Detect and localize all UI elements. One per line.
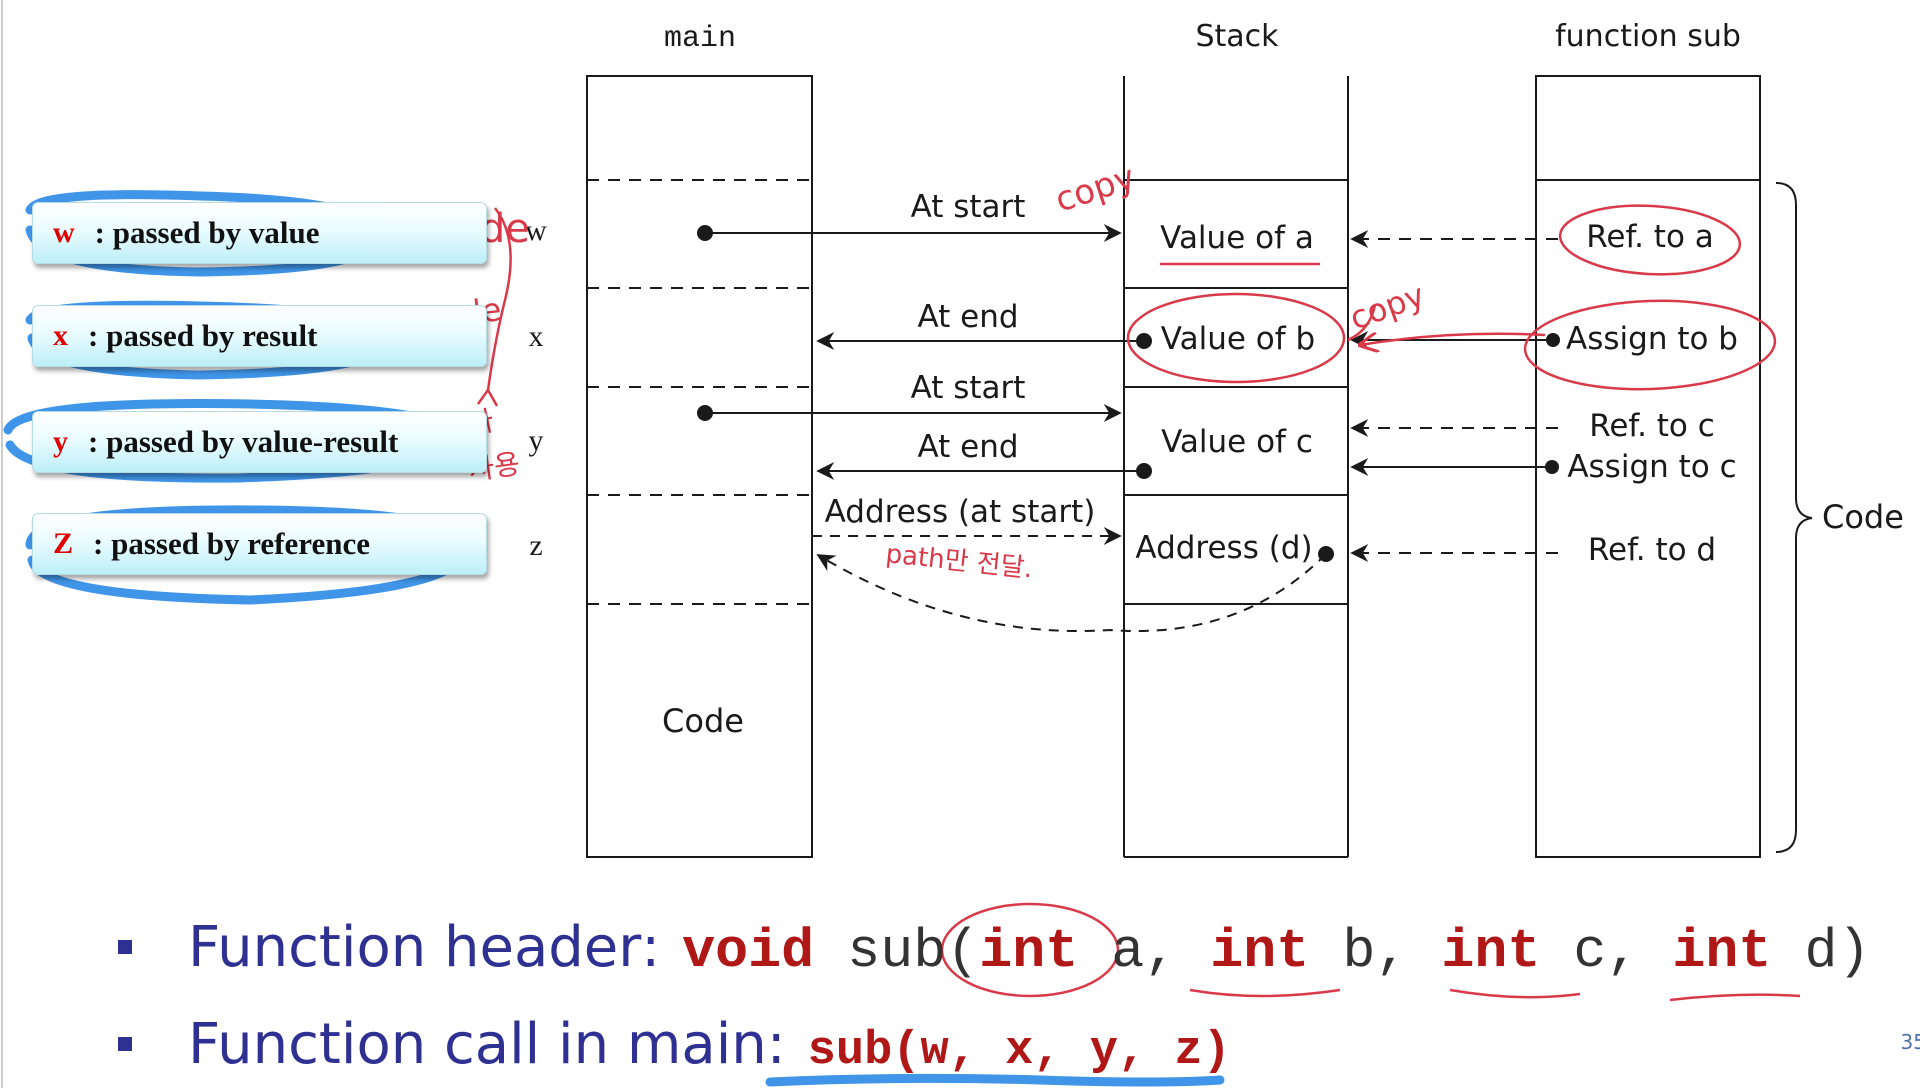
bullet-square-icon (118, 1037, 132, 1051)
svg-text:At start: At start (911, 189, 1026, 225)
row-var-w: w (525, 214, 547, 247)
bullet-function-header: Function header : void sub(int a, int b,… (118, 915, 1870, 983)
red-handwritten-annotations (476, 204, 1801, 1002)
legend-text-result: : passed by result (88, 318, 318, 353)
function-call-code: sub(w, x, y, z) (807, 1025, 1231, 1078)
arrow-y-at-end: At end (816, 429, 1152, 480)
stack-value-a: Value of a (1160, 220, 1314, 256)
svg-text:At end: At end (917, 299, 1018, 335)
stack-value-c: Value of c (1161, 424, 1313, 460)
annotation-copy-2: copy (1345, 276, 1430, 338)
legend-var-w: w (53, 216, 75, 249)
bullet-square-icon (118, 940, 132, 954)
arrow-assign-c (1350, 458, 1559, 476)
row-var-y: y (529, 424, 544, 457)
arrow-y-at-start: At start (697, 370, 1122, 422)
sub-assign-c: Assign to c (1567, 449, 1736, 485)
legend-text-value: : passed by value (94, 215, 320, 250)
legend-text-reference: : passed by reference (93, 526, 370, 561)
sub-ref-d: Ref. to d (1588, 532, 1716, 568)
svg-text:Address (at start): Address (at start) (825, 494, 1096, 530)
page-number: 35 (1900, 1030, 1920, 1054)
legend-pass-by-value-result: y : passed by value-result (32, 411, 487, 473)
sub-assign-b: Assign to b (1566, 321, 1738, 357)
main-memory-box (586, 75, 813, 858)
row-var-x: x (529, 320, 544, 353)
legend-pass-by-reference: Z : passed by reference (32, 513, 487, 575)
legend-var-z: Z (53, 527, 74, 560)
bullet-function-call: Function call in main : sub(w, x, y, z) (118, 1012, 1231, 1078)
legend-text-value-result: : passed by value-result (88, 424, 399, 459)
annotation-path-transfer: path만 전달. (884, 539, 1034, 584)
function-call-colon: : (766, 1012, 786, 1077)
main-code-label: Code (662, 702, 744, 740)
legend-pass-by-value: w : passed by value (32, 202, 487, 264)
legend-var-x: x (53, 319, 68, 352)
legend-pass-by-result: x : passed by result (32, 305, 487, 367)
stack-memory-box (1123, 76, 1349, 858)
brace-code-label: Code (1822, 498, 1904, 536)
svg-text:At end: At end (917, 429, 1018, 465)
arrow-w-at-start: At start (697, 189, 1122, 242)
stack-value-b: Value of b (1161, 321, 1315, 357)
main-column-header: main (664, 22, 736, 56)
code-brace (1775, 182, 1813, 853)
sub-ref-c: Ref. to c (1589, 408, 1715, 444)
function-header-code: void sub(int a, int b, int c, int d) (682, 920, 1871, 983)
function-header-colon: : (641, 915, 661, 980)
annotation-copy-1: copy (1050, 157, 1140, 220)
legend-var-y: y (53, 425, 68, 458)
function-header-label: Function header (188, 915, 642, 980)
stack-address-d: Address (d) (1135, 530, 1312, 566)
sub-ref-a: Ref. to a (1586, 219, 1714, 255)
main-row-dividers (587, 179, 812, 605)
arrow-x-at-end: At end (816, 299, 1152, 350)
svg-text:At start: At start (911, 370, 1026, 406)
function-call-label: Function call in main (188, 1012, 767, 1077)
row-var-z: z (529, 529, 542, 562)
arrow-z-address: Address (at start) (812, 494, 1334, 633)
stack-column-header: Stack (1195, 19, 1279, 54)
function-sub-column-header: function sub (1555, 19, 1741, 54)
